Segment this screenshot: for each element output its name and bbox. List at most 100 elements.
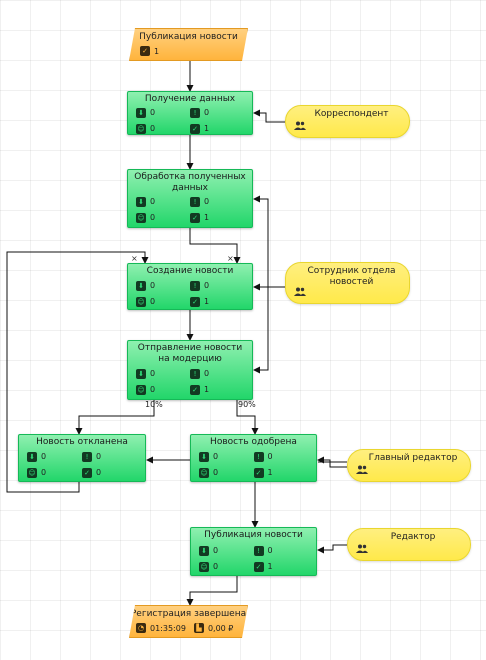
user-icon: ☺ [199, 467, 209, 478]
role-node[interactable]: Редактор [347, 528, 471, 561]
connector-cross-mark: × [131, 254, 138, 263]
metric-value: 0 [150, 281, 156, 290]
process-title: Публикация новости [204, 530, 303, 540]
metric-value: 0 [150, 213, 156, 222]
alert-icon: ! [190, 368, 200, 379]
download-icon: ⬇ [136, 107, 146, 118]
metric-value: 1 [204, 385, 210, 394]
check-icon: ✓ [253, 561, 264, 572]
metric-value: 0 [41, 468, 47, 477]
check-icon: ✓ [190, 123, 200, 134]
connector-cross-mark: × [227, 254, 234, 263]
role-node[interactable]: Корреспондент [285, 105, 410, 138]
alert-icon: ! [253, 451, 264, 462]
user-icon: ☺ [136, 212, 146, 223]
branch-label-right: 90% [238, 400, 256, 409]
metric-value: 0 [150, 124, 156, 133]
metric-value: 1 [204, 213, 210, 222]
download-icon: ⬇ [136, 280, 146, 291]
start-event-value: 1 [154, 46, 160, 56]
check-icon: ✓ [190, 296, 200, 307]
edge-role2-to-p2 [253, 195, 285, 288]
metric-value: 0 [213, 452, 219, 461]
metric-value: 1 [267, 468, 273, 477]
check-icon: ✓ [82, 467, 92, 478]
process-node[interactable]: Получение данных ⬇ 0 ! 0 ☺ 0 ✓ 1 [127, 91, 253, 135]
download-icon: ⬇ [27, 451, 37, 462]
alert-icon: ! [190, 196, 200, 207]
process-node[interactable]: Новость одобрена ⬇0 !0 ☺0 ✓1 [190, 434, 317, 482]
edge-role4 [317, 544, 347, 554]
metric-value: 0 [150, 369, 156, 378]
check-icon: ✓ [190, 212, 200, 223]
user-icon: ☺ [27, 467, 37, 478]
metric-value: 0 [267, 452, 273, 461]
metric-value: 0 [41, 452, 47, 461]
role-title: Редактор [390, 532, 436, 542]
metric-value: 1 [267, 562, 273, 571]
role-title: Главный редактор [368, 453, 458, 463]
process-title: Новость одобрена [210, 437, 297, 447]
end-event[interactable]: Регистрация завершена ◔ 01:35:09 ▙ 0,00 … [129, 605, 248, 638]
branch-label-left: 10% [145, 400, 163, 409]
download-icon: ⬇ [136, 368, 146, 379]
metric-value: 0 [213, 468, 219, 477]
metric-value: 0 [213, 562, 219, 571]
alert-icon: ! [82, 451, 92, 462]
factory-icon: ▙ [194, 623, 204, 633]
user-icon: ☺ [199, 561, 209, 572]
edge-role2-to-p4 [253, 286, 285, 374]
people-icon [294, 287, 306, 296]
end-event-cost: 0,00 ₽ [207, 623, 234, 633]
user-icon: ☺ [136, 384, 146, 395]
metric-value: 1 [204, 124, 210, 133]
process-node[interactable]: Публикация новости ⬇0 !0 ☺0 ✓1 [190, 527, 317, 576]
role-title: Корреспондент [314, 109, 389, 119]
process-node[interactable]: Обработка полученных данных ⬇ 0 ! 0 ☺ 0 ✓ 1 [127, 169, 253, 228]
process-title: Обработка полученных данных [134, 172, 246, 193]
metric-value: 0 [204, 369, 210, 378]
end-event-title: Регистрация завершена [130, 609, 247, 619]
checkbox-icon: ✓ [140, 46, 150, 56]
people-icon [294, 121, 306, 130]
download-icon: ⬇ [199, 451, 209, 462]
edge-publish-to-end [186, 576, 238, 606]
metric-value: 0 [204, 197, 210, 206]
alert-icon: ! [190, 107, 200, 118]
edge-p2-to-p3 [189, 228, 241, 264]
process-node[interactable]: Создание новости ⬇0 !0 ☺0 ✓1 [127, 263, 253, 310]
start-event[interactable]: Публикация новости ✓ 1 [129, 28, 248, 61]
download-icon: ⬇ [199, 545, 209, 556]
process-title: Новость откланена [36, 437, 128, 447]
check-icon: ✓ [190, 384, 200, 395]
metric-value: 0 [150, 385, 156, 394]
edge-role1 [253, 109, 285, 123]
process-node[interactable]: Отправление новости на модерцию ⬇0 !0 ☺0… [127, 340, 253, 400]
metric-value: 0 [96, 468, 102, 477]
metric-value: 1 [204, 297, 210, 306]
metric-value: 0 [213, 546, 219, 555]
download-icon: ⬇ [136, 196, 146, 207]
people-icon [356, 544, 368, 553]
check-icon: ✓ [253, 467, 264, 478]
timer-icon: ◔ [137, 624, 145, 632]
metric-value: 0 [204, 108, 210, 117]
alert-icon: ! [253, 545, 264, 556]
process-title: Создание новости [146, 266, 234, 276]
process-node[interactable]: Новость откланена ⬇0 !0 ☺0 ✓0 [18, 434, 146, 482]
edge-rejected-loop [6, 251, 149, 493]
role-node[interactable]: Сотрудник отдела новостей [285, 262, 410, 304]
user-icon: ☺ [136, 123, 146, 134]
metric-value: 0 [150, 297, 156, 306]
start-event-title: Публикация новости [139, 32, 238, 42]
end-event-time: 01:35:09 [150, 623, 186, 633]
process-title: Получение данных [144, 94, 236, 104]
role-title: Сотрудник отдела новостей [307, 266, 396, 287]
metric-value: 0 [150, 108, 156, 117]
metric-value: 0 [267, 546, 273, 555]
metric-value: 0 [150, 197, 156, 206]
edge-role3 [317, 456, 347, 468]
role-node[interactable]: Главный редактор [347, 449, 471, 482]
